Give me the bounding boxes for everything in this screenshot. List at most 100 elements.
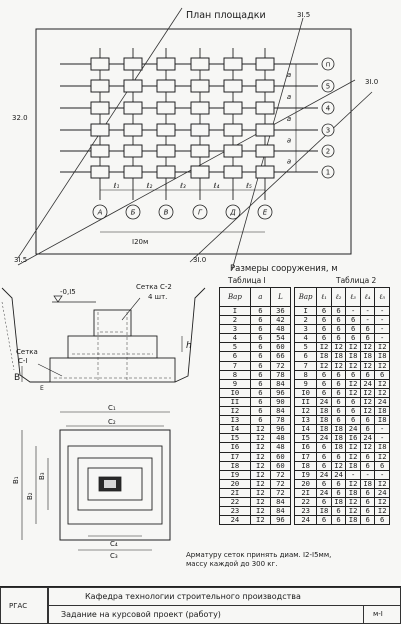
row-axis-marker: 4 xyxy=(321,101,335,115)
column-header: ℓ₁ xyxy=(316,287,332,307)
title-block-sheet-cell: м-I xyxy=(363,605,401,624)
table-cell: 6 xyxy=(316,515,332,526)
title-block-org-cell: РГАС xyxy=(0,587,48,624)
table-cell: I3 xyxy=(293,415,318,426)
table-cell: - xyxy=(374,315,390,326)
task-name: Задание на курсовой проект (работу) xyxy=(61,610,221,619)
dim-c1: С₁ xyxy=(108,404,116,412)
table-cell: 84 xyxy=(269,406,292,417)
foundation-block-r6-c5 xyxy=(223,165,243,179)
site-plan-drawing: План площадки 3I.5 3I.0 32.0 3I.5 3I.0 п… xyxy=(12,7,378,271)
table-cell: I8 xyxy=(374,351,390,362)
table-cell: I2 xyxy=(249,478,271,489)
contour-label-31-0-bottom: 3I.0 xyxy=(193,256,206,264)
table-cell: I2 xyxy=(249,460,271,471)
table-cell: - xyxy=(374,424,390,435)
column-spacing-label: ℓ₁ xyxy=(113,182,120,190)
table-cell: 9 xyxy=(293,378,318,389)
contour-label-31-5-bottom: 3I.5 xyxy=(14,256,27,264)
table-cell: 22 xyxy=(293,496,318,508)
table-cell: 6 xyxy=(374,515,390,526)
table-cell: - xyxy=(374,305,390,317)
foundation-block-r2-c6 xyxy=(255,79,275,93)
site-width-dimension: I20м xyxy=(132,238,148,246)
foundation-block-r5-c1 xyxy=(90,144,110,158)
foundation-block-r2-c3 xyxy=(156,79,176,93)
svg-text:Б: Б xyxy=(131,209,136,217)
column-header: ℓ₂ xyxy=(330,287,347,307)
table-cell: I8 xyxy=(374,442,390,453)
table-cell: 72 xyxy=(269,487,292,498)
foundation-block-r4-c1 xyxy=(90,123,110,137)
column-axis-marker: В xyxy=(158,204,174,220)
dim-b3: В₃ xyxy=(38,472,46,480)
table-cell: I9 xyxy=(293,469,318,480)
dim-c2: С₂ xyxy=(108,418,116,426)
table-cell: I2 xyxy=(359,360,376,371)
table-cell: I5 xyxy=(293,433,318,444)
dim-c3: С₃ xyxy=(110,552,118,560)
table-cell: 6 xyxy=(316,451,332,462)
table-cell: 9 xyxy=(219,378,251,389)
svg-text:3: 3 xyxy=(326,127,330,135)
table-cell: 6 xyxy=(330,478,347,489)
table-cell: 84 xyxy=(269,496,292,508)
mesh-c1-label: Сетка xyxy=(16,348,38,356)
table-cell: 6 xyxy=(359,460,376,471)
row-spacing-label: а xyxy=(287,115,291,123)
table-cell: 24 xyxy=(293,515,318,526)
table-cell: 6 xyxy=(316,442,332,453)
table-cell: 24 xyxy=(374,396,390,408)
table-cell: 2 xyxy=(293,315,318,326)
table-cell: 96 xyxy=(269,424,292,435)
table-cell: 6 xyxy=(330,378,347,389)
table-cell: 6 xyxy=(249,378,271,389)
foundation-block-r5-c2 xyxy=(123,144,143,158)
row-spacing-label: а xyxy=(287,71,291,79)
svg-text:Д: Д xyxy=(229,209,236,217)
foundation-block-r6-c3 xyxy=(156,165,176,179)
column-spacing-label: ℓ₅ xyxy=(245,182,252,190)
mesh-c2-label: Сетка С-2 xyxy=(136,283,172,291)
column-axis-marker: Г xyxy=(192,204,208,220)
table-cell: 6 xyxy=(330,369,347,380)
table-cell: 8 xyxy=(293,369,318,380)
table-cell: I2 xyxy=(345,478,361,489)
foundation-block-r1-c4 xyxy=(190,57,210,71)
table-cell: - xyxy=(345,469,361,480)
foundation-block-r3-c5 xyxy=(223,101,243,115)
column-axis-marker: Д xyxy=(225,204,241,220)
table-cell: - xyxy=(374,433,390,444)
table-cell: I8 xyxy=(316,351,332,362)
table-cell: I2 xyxy=(345,360,361,371)
table-cell: 6 xyxy=(219,351,251,362)
row-spacing-label: а xyxy=(287,93,291,101)
foundation-block-r2-c5 xyxy=(223,79,243,93)
foundation-block-r6-c4 xyxy=(190,165,210,179)
foundation-block-r4-c6 xyxy=(255,123,275,137)
table-cell: I8 xyxy=(359,478,376,489)
table-cell: I8 xyxy=(330,351,347,362)
table-cell: I8 xyxy=(330,442,347,453)
foundation-block-r1-c5 xyxy=(223,57,243,71)
mesh-c2-count: 4 шт. xyxy=(148,293,167,301)
foundation-block-r6-c2 xyxy=(123,165,143,179)
table-cell: 78 xyxy=(269,415,292,426)
svg-text:4: 4 xyxy=(326,105,331,113)
offset-label: Е xyxy=(40,385,44,392)
table-cell: I8 xyxy=(345,460,361,471)
